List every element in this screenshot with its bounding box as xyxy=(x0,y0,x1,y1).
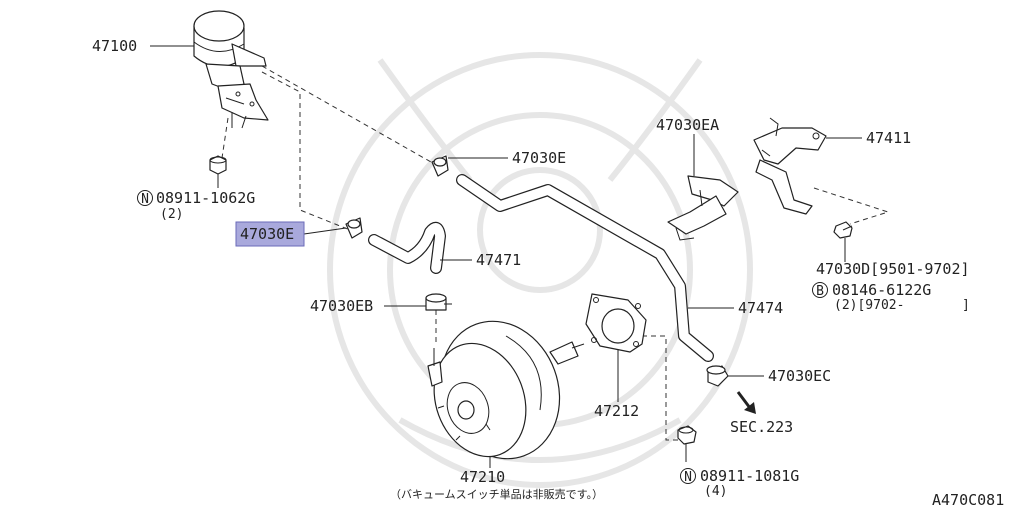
note-vacuum-switch: （バキュームスイッチ単品は非販売です。） xyxy=(390,487,603,501)
nut-08911-1062g[interactable] xyxy=(209,155,227,175)
label-08911-1062g[interactable]: 08911-1062G xyxy=(156,189,255,207)
clip-47030e-selected[interactable] xyxy=(345,217,363,239)
check-valve-47030eb[interactable] xyxy=(425,293,452,311)
brake-booster-47210[interactable] xyxy=(419,304,585,475)
fastener-symbol-n-bottom xyxy=(680,468,696,484)
label-47474[interactable]: 47474 xyxy=(738,299,783,317)
bracket-47030ea[interactable] xyxy=(667,175,739,241)
label-47030e-selected[interactable]: 47030E xyxy=(240,225,294,243)
label-47030ea[interactable]: 47030EA xyxy=(656,116,719,134)
fastener-symbol-text-b: B xyxy=(816,284,824,299)
vacuum-routing-dashes xyxy=(221,65,890,441)
label-47100[interactable]: 47100 xyxy=(92,37,137,55)
label-47411[interactable]: 47411 xyxy=(866,129,911,147)
selected-part-highlight xyxy=(235,221,305,247)
nut-08911-1081g[interactable] xyxy=(677,425,697,445)
gasket-47212[interactable] xyxy=(585,293,647,353)
valve-47030ec[interactable] xyxy=(706,365,729,387)
bracket-close-08146-6122g: ] xyxy=(962,298,970,313)
fastener-symbol-text-top: N xyxy=(141,192,149,207)
hose-47474[interactable] xyxy=(456,174,714,362)
leader-lines xyxy=(150,45,862,468)
clip-47030e-top[interactable] xyxy=(431,155,449,177)
label-47212[interactable]: 47212 xyxy=(594,402,639,420)
qty-08911-1081g: (4) xyxy=(704,484,727,499)
fastener-symbol-n-top xyxy=(137,190,153,206)
label-08146-6122g[interactable]: 08146-6122G xyxy=(832,281,931,299)
label-47030e-top[interactable]: 47030E xyxy=(512,149,566,167)
vacuum-tank-47100[interactable] xyxy=(193,10,269,129)
qty-08146-6122g: (2)[9702- xyxy=(834,298,904,313)
label-47030ec[interactable]: 47030EC xyxy=(768,367,831,385)
sec-223-arrow xyxy=(736,391,756,414)
fastener-symbol-b xyxy=(812,282,828,298)
label-08911-1081g[interactable]: 08911-1081G xyxy=(700,467,799,485)
diagram-code: A470C081 xyxy=(932,491,1004,509)
label-47471[interactable]: 47471 xyxy=(476,251,521,269)
hose-47471[interactable] xyxy=(368,221,446,274)
label-47030eb[interactable]: 47030EB xyxy=(310,297,373,315)
label-47210[interactable]: 47210 xyxy=(460,468,505,486)
label-47030d[interactable]: 47030D[9501-9702] xyxy=(816,260,970,278)
label-sec-223[interactable]: SEC.223 xyxy=(730,418,793,436)
bolt-47030d[interactable] xyxy=(833,221,853,239)
qty-08911-1062g: (2) xyxy=(160,207,183,222)
bracket-47411[interactable] xyxy=(753,117,827,215)
fastener-symbol-text-bottom: N xyxy=(684,470,692,485)
